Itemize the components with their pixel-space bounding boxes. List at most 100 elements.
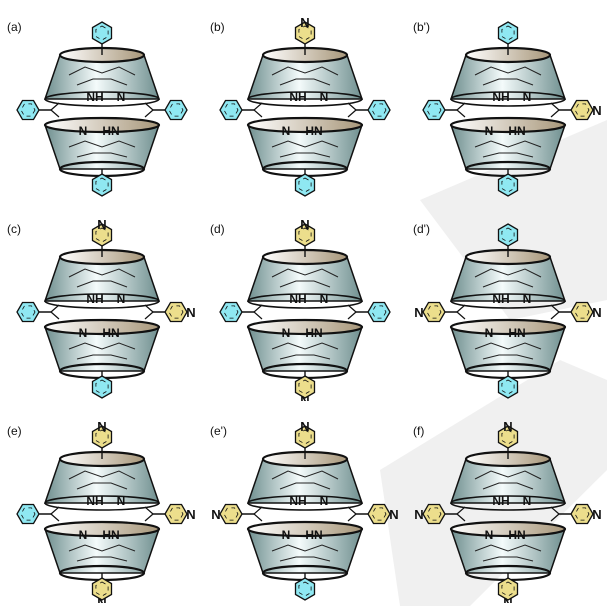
nitrogen-atom: N (282, 326, 291, 340)
nitrogen-atom: N (414, 507, 423, 522)
nitrogen-atom: N (79, 326, 88, 340)
nitrogen-atom: N (300, 419, 309, 434)
pyridyl-ring: N (211, 503, 243, 525)
upper-porphyrin-cone: NH N (246, 46, 364, 107)
panel-label: (b') (413, 20, 430, 34)
phenyl-ring (16, 503, 40, 525)
pyridyl-ring: N (91, 577, 113, 603)
nitrogen-atom: N (503, 595, 512, 603)
nh-atom-label: NH (289, 90, 306, 104)
nitrogen-atom: N (211, 507, 220, 522)
nitrogen-atom: N (523, 292, 532, 306)
panel-label: (d') (413, 222, 430, 236)
nitrogen-atom: N (592, 507, 601, 522)
phenyl-ring (91, 173, 113, 197)
phenyl-ring (367, 301, 391, 323)
nitrogen-atom: N (320, 494, 329, 508)
panel-label: (b) (210, 20, 225, 34)
hn-atom-label: HN (102, 528, 119, 542)
pyridyl-ring: N (497, 419, 519, 449)
panel-label: (a) (7, 20, 22, 34)
phenyl-ring (367, 99, 391, 121)
nh-atom-label: NH (492, 494, 509, 508)
nitrogen-atom: N (300, 393, 309, 401)
pyridyl-ring: N (570, 301, 602, 323)
nitrogen-atom: N (97, 595, 106, 603)
nitrogen-atom: N (117, 494, 126, 508)
nitrogen-atom: N (117, 90, 126, 104)
pyridyl-ring: N (414, 301, 446, 323)
upper-porphyrin-cone: NH N (43, 248, 161, 309)
nitrogen-atom: N (117, 292, 126, 306)
nitrogen-atom: N (300, 217, 309, 232)
nh-atom-label: NH (86, 292, 103, 306)
lower-porphyrin-cone: N HN (246, 318, 364, 380)
pyridyl-ring: N (294, 15, 316, 45)
hn-atom-label: HN (305, 326, 322, 340)
nitrogen-atom: N (485, 326, 494, 340)
nh-atom-label: NH (289, 494, 306, 508)
nitrogen-atom: N (485, 528, 494, 542)
nitrogen-atom: N (97, 419, 106, 434)
phenyl-ring (16, 99, 40, 121)
nitrogen-atom: N (523, 494, 532, 508)
pyridyl-ring: N (164, 503, 196, 525)
phenyl-ring (16, 301, 40, 323)
hn-atom-label: HN (102, 124, 119, 138)
pyridyl-ring: N (164, 301, 196, 323)
upper-porphyrin-cone: NH N (449, 450, 567, 511)
nitrogen-atom: N (320, 90, 329, 104)
phenyl-ring (91, 21, 113, 45)
upper-porphyrin-cone: NH N (246, 450, 364, 511)
nitrogen-atom: N (79, 124, 88, 138)
nitrogen-atom: N (485, 124, 494, 138)
upper-porphyrin-cone: NH N (43, 450, 161, 511)
phenyl-ring (219, 301, 243, 323)
panel-label: (e') (210, 424, 227, 438)
lower-porphyrin-cone: N HN (43, 116, 161, 178)
nh-atom-label: NH (289, 292, 306, 306)
nitrogen-atom: N (186, 507, 195, 522)
nh-atom-label: NH (492, 292, 509, 306)
nitrogen-atom: N (300, 15, 309, 30)
phenyl-ring (497, 375, 519, 399)
nh-atom-label: NH (86, 90, 103, 104)
panel-label: (c) (7, 222, 21, 236)
phenyl-ring (91, 375, 113, 399)
upper-porphyrin-cone: NH N (449, 248, 567, 309)
phenyl-ring (219, 99, 243, 121)
pyridyl-ring: N (367, 503, 399, 525)
nh-atom-label: NH (492, 90, 509, 104)
pyridyl-ring: N (294, 419, 316, 449)
nitrogen-atom: N (282, 528, 291, 542)
hn-atom-label: HN (102, 326, 119, 340)
phenyl-ring (422, 99, 446, 121)
phenyl-ring (497, 21, 519, 45)
pyridyl-ring: N (294, 217, 316, 247)
phenyl-ring (164, 99, 188, 121)
nh-atom-label: NH (86, 494, 103, 508)
nitrogen-atom: N (282, 124, 291, 138)
phenyl-ring (294, 173, 316, 197)
